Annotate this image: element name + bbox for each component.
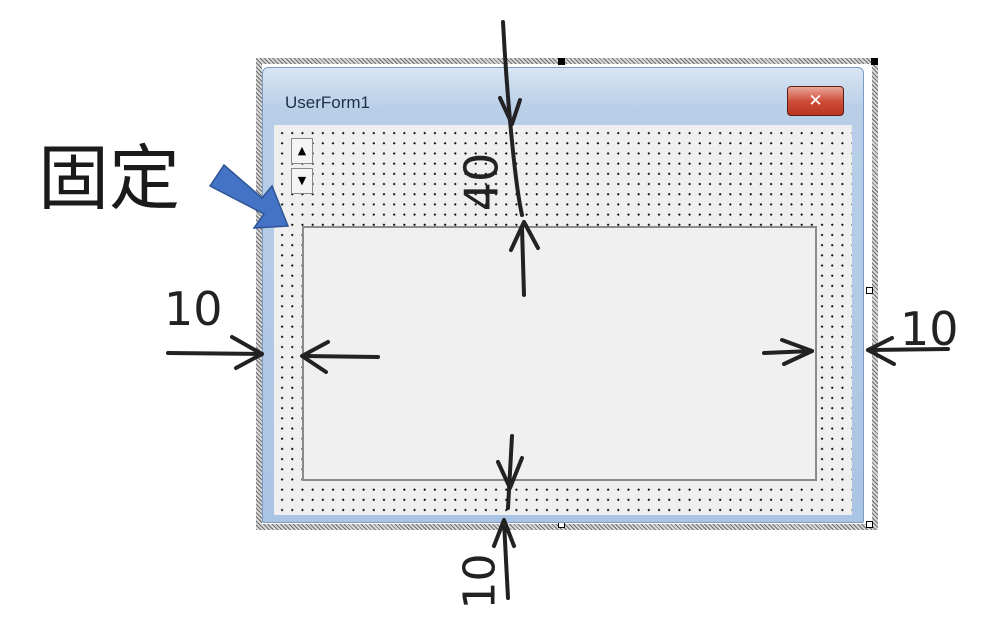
top-measure-line xyxy=(501,20,524,217)
left-arrowhead-right xyxy=(230,335,264,370)
right-measure-line xyxy=(866,347,950,352)
left-stub-line xyxy=(302,354,380,359)
blue-pointer-arrow xyxy=(208,163,290,229)
bottom-measure-line xyxy=(502,520,510,600)
right-arrowhead-left xyxy=(866,336,896,366)
right-stub-line xyxy=(762,349,814,355)
top-arrowhead-down xyxy=(498,96,522,126)
right-margin-label: 10 xyxy=(900,302,959,356)
close-button[interactable]: ✕ xyxy=(787,86,844,116)
top-stub-line xyxy=(520,226,526,297)
bottom-stub-line xyxy=(506,434,514,510)
userform-window[interactable]: UserForm1 ✕ ▲ ▼ xyxy=(262,67,864,523)
top-arrowhead-up xyxy=(509,220,540,252)
spin-button[interactable]: ▲ ▼ xyxy=(291,138,313,196)
spin-up-icon[interactable]: ▲ xyxy=(291,138,313,164)
resize-handle-right[interactable] xyxy=(866,287,873,294)
userform-title: UserForm1 xyxy=(285,93,371,112)
bottom-arrowhead-up xyxy=(492,518,516,548)
bottom-arrowhead-down xyxy=(496,456,524,490)
left-measure-line xyxy=(166,351,264,356)
left-margin-label: 10 xyxy=(164,282,223,336)
close-icon: ✕ xyxy=(808,91,823,111)
resize-handle-top[interactable] xyxy=(558,58,565,65)
resize-handle-top-right[interactable] xyxy=(871,58,878,65)
fixed-annotation-label: 固定 xyxy=(38,137,181,220)
bottom-margin-label: 10 xyxy=(454,553,506,610)
right-arrowhead-right xyxy=(780,338,814,366)
left-arrowhead-left xyxy=(300,340,330,374)
form-design-grid[interactable]: ▲ ▼ xyxy=(274,125,852,515)
list-box[interactable] xyxy=(302,226,817,481)
spin-down-icon[interactable]: ▼ xyxy=(291,168,313,194)
top-margin-label: 40 xyxy=(454,152,509,212)
resize-handle-bottom-right[interactable] xyxy=(866,521,873,528)
